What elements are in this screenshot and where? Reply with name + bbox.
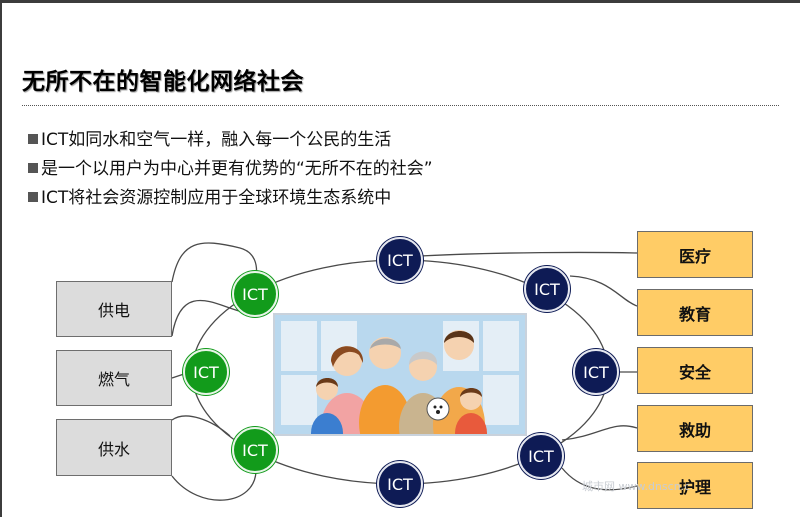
connector-rescue (561, 425, 638, 441)
ict-node-upper-right: ICT (524, 266, 570, 312)
slide-border-top (0, 0, 800, 3)
ict-node-lower-right: ICT (518, 433, 564, 479)
ict-node-lower-left: ICT (232, 427, 278, 473)
connector-care (561, 467, 638, 491)
ict-node-upper-left: ICT (232, 271, 278, 317)
ict-node-left: ICT (183, 349, 229, 395)
connector-gas (171, 373, 185, 379)
bullet-item: ICT将社会资源控制应用于全球环境生态系统中 (28, 186, 433, 215)
medical-box: 医疗 (637, 231, 753, 278)
connector-water (171, 415, 231, 437)
connector-medical (419, 251, 638, 257)
rescue-box: 救助 (637, 405, 753, 452)
education-box: 教育 (637, 289, 753, 336)
bullet-square-icon (28, 134, 38, 144)
power-supply-box: 供电 (56, 281, 172, 337)
bullet-square-icon (28, 192, 38, 202)
bullet-list: ICT如同水和空气一样，融入每一个公民的生活 是一个以用户为中心并更有优势的“无… (28, 128, 433, 215)
connector-power (171, 242, 258, 283)
water-supply-box: 供水 (56, 419, 172, 476)
bullet-item: ICT如同水和空气一样，融入每一个公民的生活 (28, 128, 433, 157)
page-title: 无所不在的智能化网络社会 (22, 69, 304, 95)
ict-node-right: ICT (573, 349, 619, 395)
ict-node-bottom: ICT (377, 461, 423, 507)
ict-node-top: ICT (377, 237, 423, 283)
connector-education (569, 275, 638, 307)
connector-water-lower (171, 469, 257, 501)
slide-border-left (0, 0, 2, 517)
bullet-text: ICT将社会资源控制应用于全球环境生态系统中 (41, 188, 392, 208)
watermark-text: 城市网 www.dnscn.c (582, 480, 691, 493)
bullet-item: 是一个以用户为中心并更有优势的“无所不在的社会” (28, 157, 433, 186)
family-picture (275, 315, 525, 434)
gas-box: 燃气 (56, 350, 172, 406)
safety-box: 安全 (637, 347, 753, 394)
nursing-care-box: 护理 (637, 462, 753, 509)
title-divider (22, 105, 779, 106)
bullet-text: 是一个以用户为中心并更有优势的“无所不在的社会” (41, 159, 433, 179)
bullet-square-icon (28, 163, 38, 173)
family-illustration (273, 313, 527, 436)
bullet-text: ICT如同水和空气一样，融入每一个公民的生活 (41, 130, 392, 150)
